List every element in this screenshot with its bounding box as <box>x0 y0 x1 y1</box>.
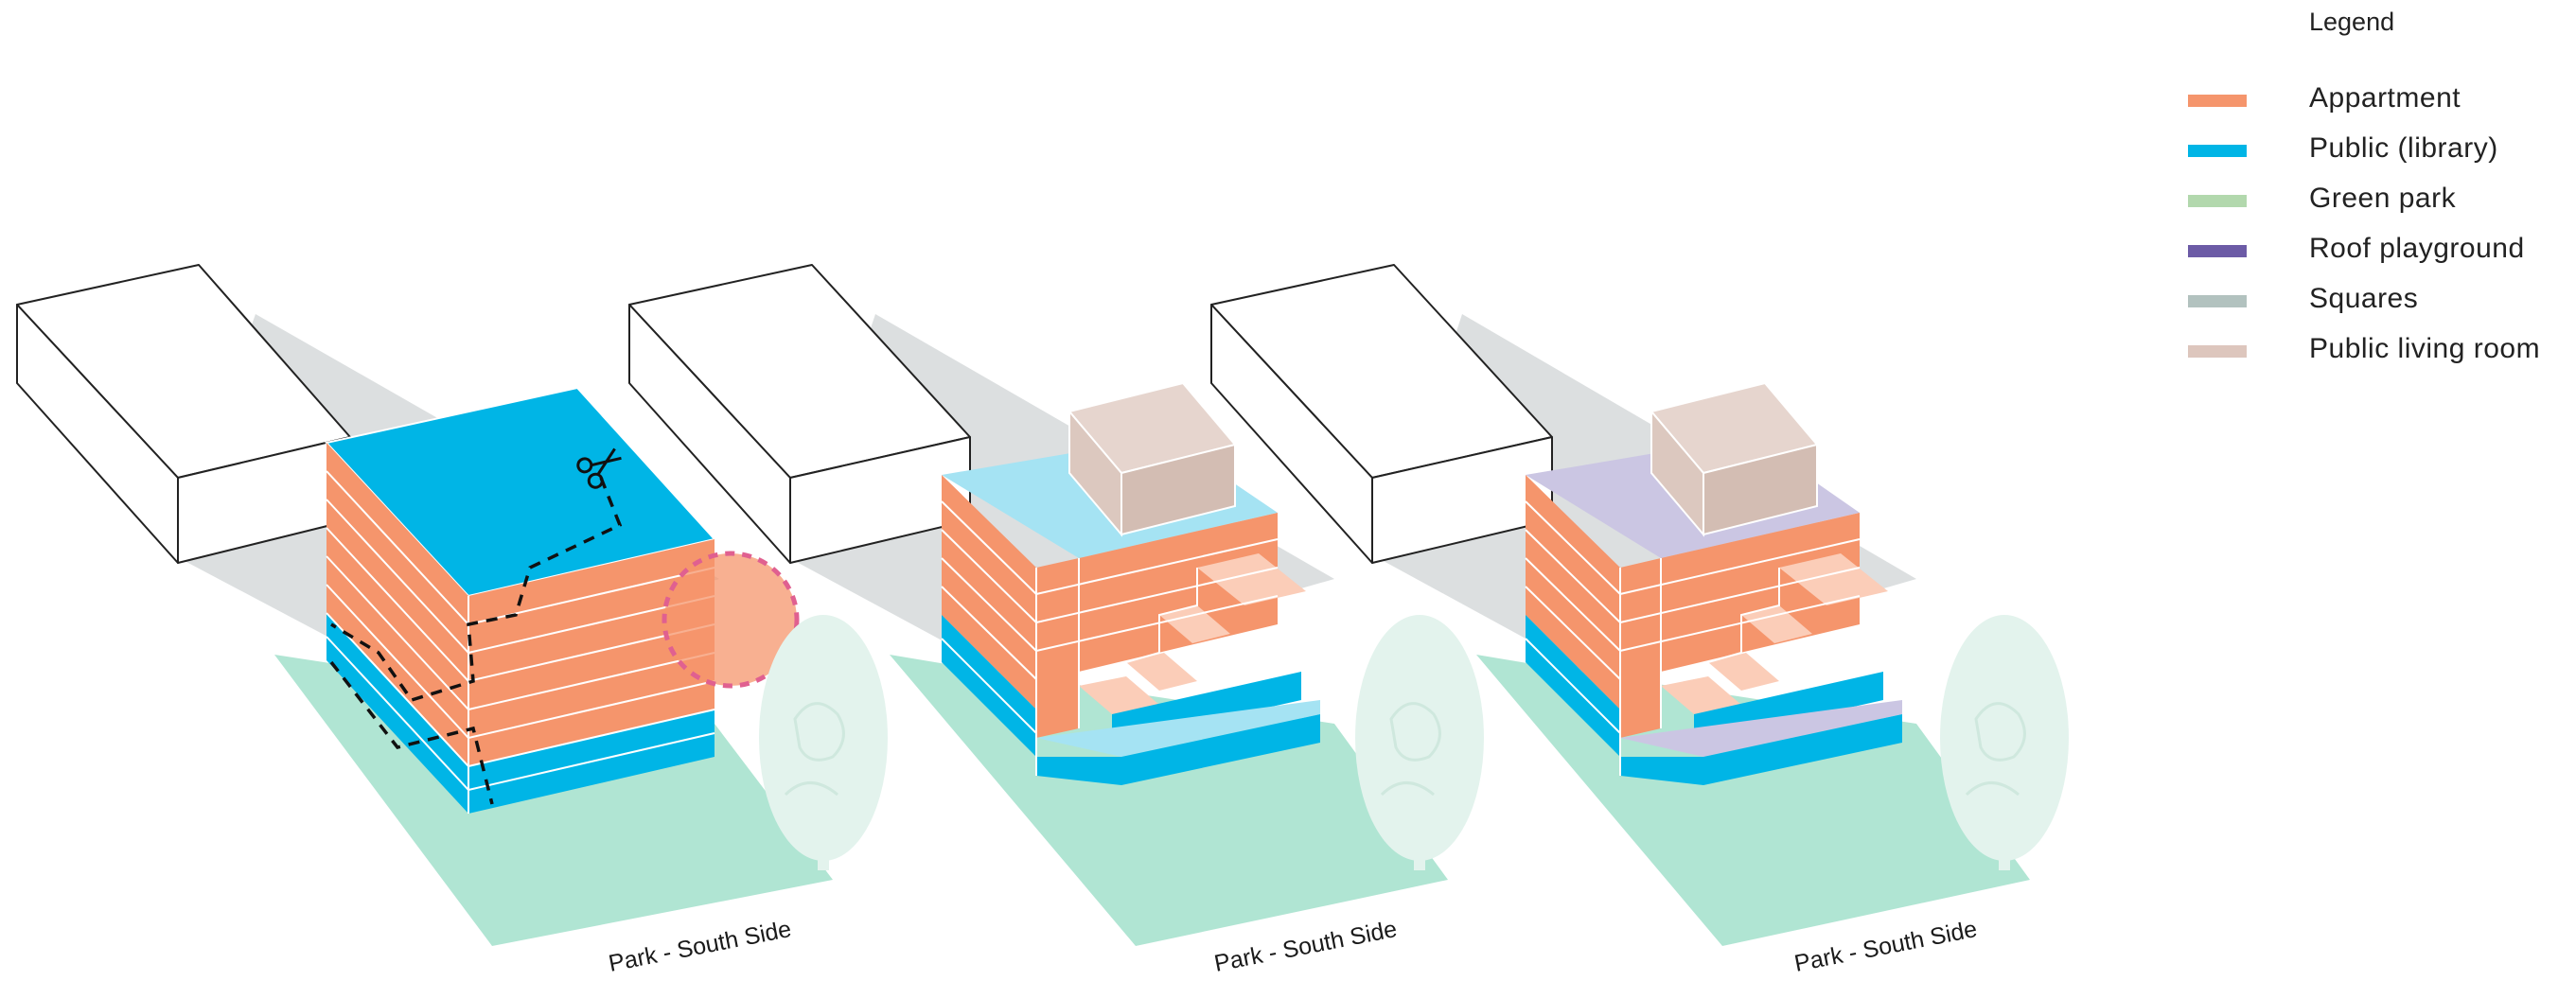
neighbour-building <box>1210 264 1553 564</box>
scissors-icon <box>576 447 622 489</box>
cut-line-lower <box>329 660 494 805</box>
caption: Park - South Side <box>1212 916 1400 977</box>
legend-item-green-park: Green park <box>2177 181 2565 219</box>
legend-item-squares: Squares <box>2177 281 2565 319</box>
legend-title: Legend <box>2309 8 2395 36</box>
legend-item-public-library: Public (library) <box>2177 131 2565 168</box>
stepped-block <box>941 381 1320 785</box>
caption: Park - South Side <box>1792 916 1980 977</box>
caption: Park - South Side <box>607 916 794 977</box>
legend-label: Appartment <box>2309 82 2461 114</box>
front-facade <box>468 539 715 814</box>
legend-swatch <box>2188 295 2247 307</box>
legend-swatch <box>2188 245 2247 257</box>
legend-swatch <box>2188 145 2247 157</box>
legend-swatch <box>2188 195 2247 207</box>
legend-swatch <box>2188 345 2247 358</box>
cut-line <box>330 477 623 703</box>
cut-highlight-circle <box>662 551 800 689</box>
neighbour-building <box>16 264 351 564</box>
legend-swatch <box>2188 95 2247 107</box>
legend-item-public-living-room: Public living room <box>2177 331 2565 369</box>
legend-label: Squares <box>2309 283 2419 314</box>
diagram-1: Park - South Side <box>16 264 890 977</box>
legend-item-roof-playground: Roof playground <box>2177 231 2565 269</box>
diagram-3: Park - South Side <box>1210 264 2071 977</box>
legend-label: Green park <box>2309 183 2457 214</box>
diagram-2: Park - South Side <box>628 264 1486 977</box>
legend-label: Public (library) <box>2309 132 2498 164</box>
neighbour-building <box>628 264 971 564</box>
stepped-block <box>1525 381 1902 785</box>
legend-label: Public living room <box>2309 333 2541 364</box>
legend-label: Roof playground <box>2309 233 2525 264</box>
legend-item-appartment: Appartment <box>2177 80 2565 118</box>
main-block <box>325 386 716 814</box>
